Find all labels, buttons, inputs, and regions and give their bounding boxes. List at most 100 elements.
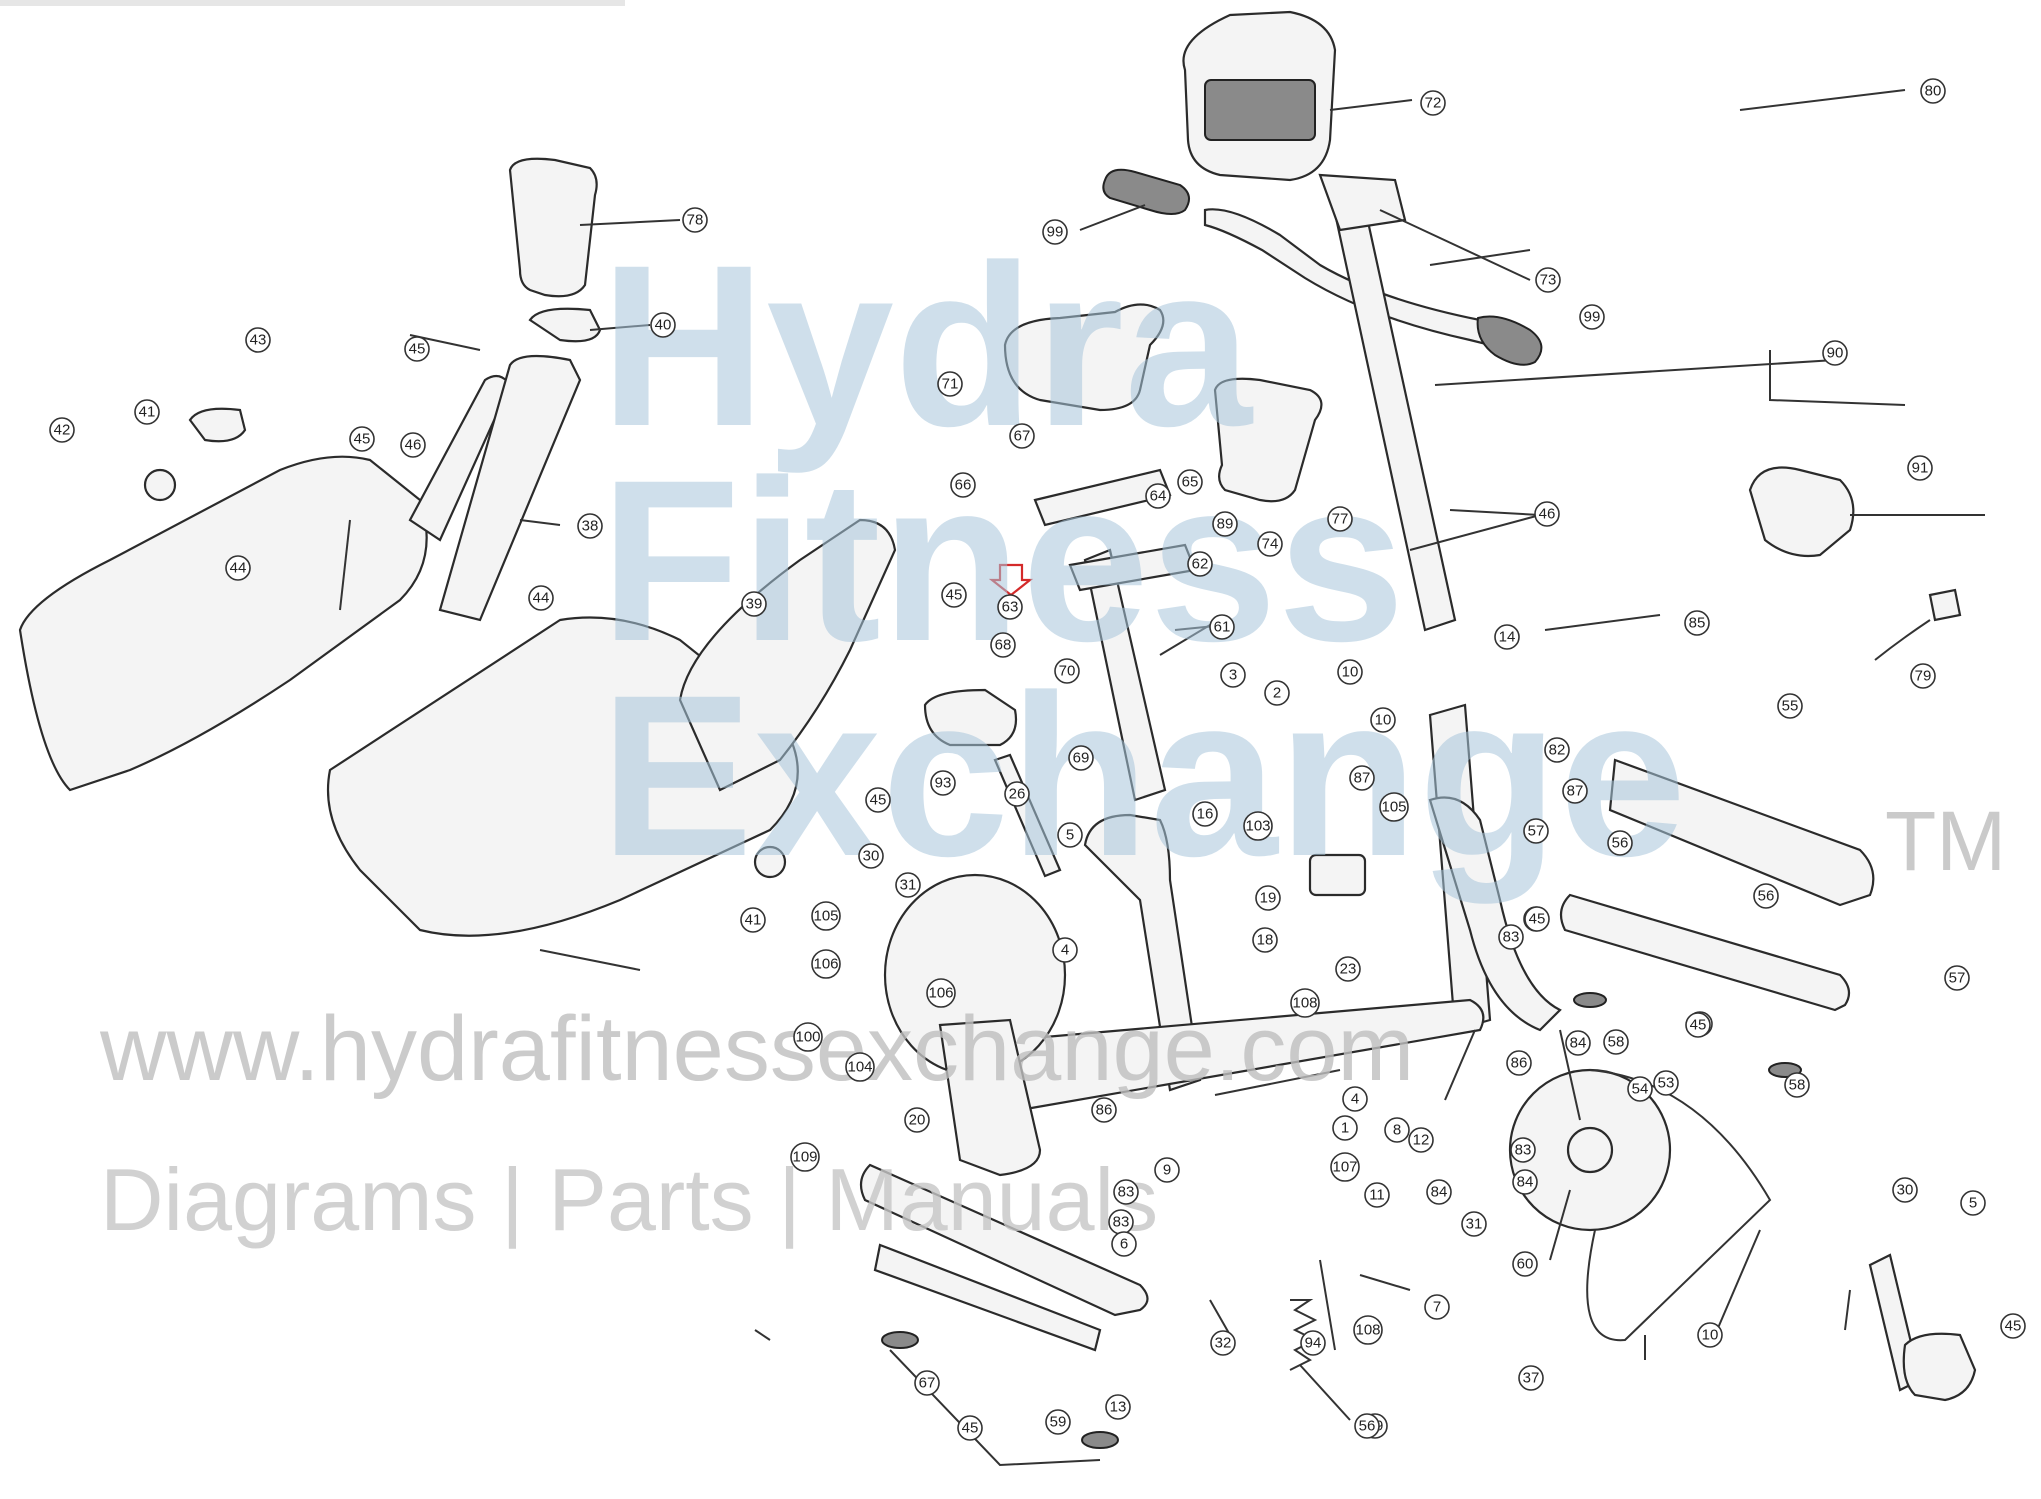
callout-61: 61 — [1209, 614, 1235, 640]
callout-45: 45 — [957, 1415, 983, 1441]
callout-7: 7 — [1424, 1294, 1450, 1320]
callout-12: 12 — [1408, 1127, 1434, 1153]
callout-89: 89 — [1212, 511, 1238, 537]
allen-key-part — [1769, 350, 1906, 406]
callout-number: 53 — [1658, 1075, 1675, 1092]
callout-circle — [950, 472, 976, 498]
callout-circle — [1777, 693, 1803, 719]
watermark-trademark: TM — [1885, 794, 2006, 888]
callout-number: 86 — [1096, 1102, 1113, 1119]
callout-number: 83 — [1113, 1214, 1130, 1231]
callout-number: 100 — [795, 1029, 820, 1046]
callout-circle — [1337, 659, 1363, 685]
adapter-part — [1928, 588, 1962, 622]
callout-circle — [1210, 1330, 1236, 1356]
callout-circle — [1111, 1231, 1137, 1257]
callout-circle — [2000, 1313, 2026, 1339]
callout-number: 105 — [813, 908, 838, 925]
callout-circle — [1177, 469, 1203, 495]
callout-number: 4 — [1351, 1091, 1359, 1108]
callout-number: 16 — [1197, 806, 1214, 823]
callout-94: 94 — [1300, 1330, 1326, 1356]
callout-number: 67 — [919, 1375, 936, 1392]
callout-2: 2 — [1264, 680, 1290, 706]
top-edge-strip — [0, 0, 625, 6]
callout-circle — [1154, 1157, 1180, 1183]
callout-77: 77 — [1327, 506, 1353, 532]
callout-72: 72 — [1420, 90, 1446, 116]
callout-number: 45 — [354, 431, 371, 448]
callout-circle — [1534, 501, 1560, 527]
callout-number: 19 — [1260, 890, 1277, 907]
callout-circle — [1506, 1050, 1532, 1076]
callout-number: 30 — [1897, 1182, 1914, 1199]
callout-number: 37 — [1523, 1370, 1540, 1387]
callout-86: 86 — [1506, 1050, 1532, 1076]
main-frame-upright — [1083, 813, 1202, 1092]
callout-23: 23 — [1335, 956, 1361, 982]
callout-20: 20 — [904, 1107, 930, 1133]
callout-11: 11 — [1364, 1182, 1390, 1208]
callout-number: 30 — [863, 848, 880, 865]
callout-number: 57 — [1949, 970, 1966, 987]
callout-105: 105 — [811, 901, 841, 931]
callout-104: 104 — [845, 1052, 875, 1082]
callout-circle — [349, 426, 375, 452]
callout-number: 59 — [1050, 1414, 1067, 1431]
callout-66: 66 — [950, 472, 976, 498]
callout-number: 45 — [1690, 1017, 1707, 1034]
callout-108: 108 — [1290, 988, 1320, 1018]
callout-circle — [1264, 680, 1290, 706]
callout-circle — [1105, 1394, 1131, 1420]
callout-number: 56 — [1359, 1418, 1376, 1435]
callout-circle — [1565, 1030, 1591, 1056]
callout-circle — [1252, 927, 1278, 953]
callout-circle — [865, 787, 891, 813]
callout-circle — [1753, 883, 1779, 909]
callout-number: 84 — [1570, 1035, 1587, 1052]
callout-number: 78 — [687, 212, 704, 229]
callout-circle — [930, 770, 956, 796]
callout-number: 90 — [1827, 345, 1844, 362]
callout-number: 99 — [1047, 224, 1064, 241]
callout-56: 56 — [1607, 830, 1633, 856]
callout-71: 71 — [937, 371, 963, 397]
callout-number: 89 — [1217, 516, 1234, 533]
callout-64: 64 — [1145, 483, 1171, 509]
callout-number: 5 — [1066, 827, 1074, 844]
callout-78: 78 — [682, 207, 708, 233]
callout-45: 45 — [2000, 1313, 2026, 1339]
callout-circle — [404, 336, 430, 362]
front-tube-part — [938, 1018, 1042, 1177]
watermark-line1: Hydra — [600, 217, 1254, 474]
callout-79: 79 — [1910, 663, 1936, 689]
callout-number: 93 — [935, 775, 952, 792]
callout-67: 67 — [914, 1370, 940, 1396]
callout-number: 44 — [533, 590, 550, 607]
callout-circle — [1353, 1315, 1383, 1345]
callout-5: 5 — [1057, 822, 1083, 848]
callout-circle — [1960, 1190, 1986, 1216]
adapter-cord — [1874, 619, 1931, 661]
callout-number: 3 — [1229, 667, 1237, 684]
callout-83: 83 — [1108, 1209, 1134, 1235]
callout-circle — [740, 907, 766, 933]
callout-circle — [1145, 483, 1171, 509]
callout-99: 99 — [1579, 304, 1605, 330]
callout-69: 69 — [1068, 745, 1094, 771]
callout-67: 67 — [1009, 423, 1035, 449]
callout-circle — [1332, 1115, 1358, 1141]
callout-circle — [1627, 1076, 1653, 1102]
callout-44: 44 — [225, 555, 251, 581]
callout-circle — [245, 327, 271, 353]
callout-53: 53 — [1653, 1070, 1679, 1096]
callout-60: 60 — [1512, 1251, 1538, 1277]
leader-lines — [339, 89, 1906, 1467]
callout-45: 45 — [1524, 906, 1550, 932]
callout-number: 106 — [928, 985, 953, 1002]
highlight-arrow-icon — [988, 563, 1034, 597]
callout-number: 46 — [1539, 506, 1556, 523]
tube-part — [508, 157, 598, 298]
callout-108: 108 — [1353, 1315, 1383, 1345]
